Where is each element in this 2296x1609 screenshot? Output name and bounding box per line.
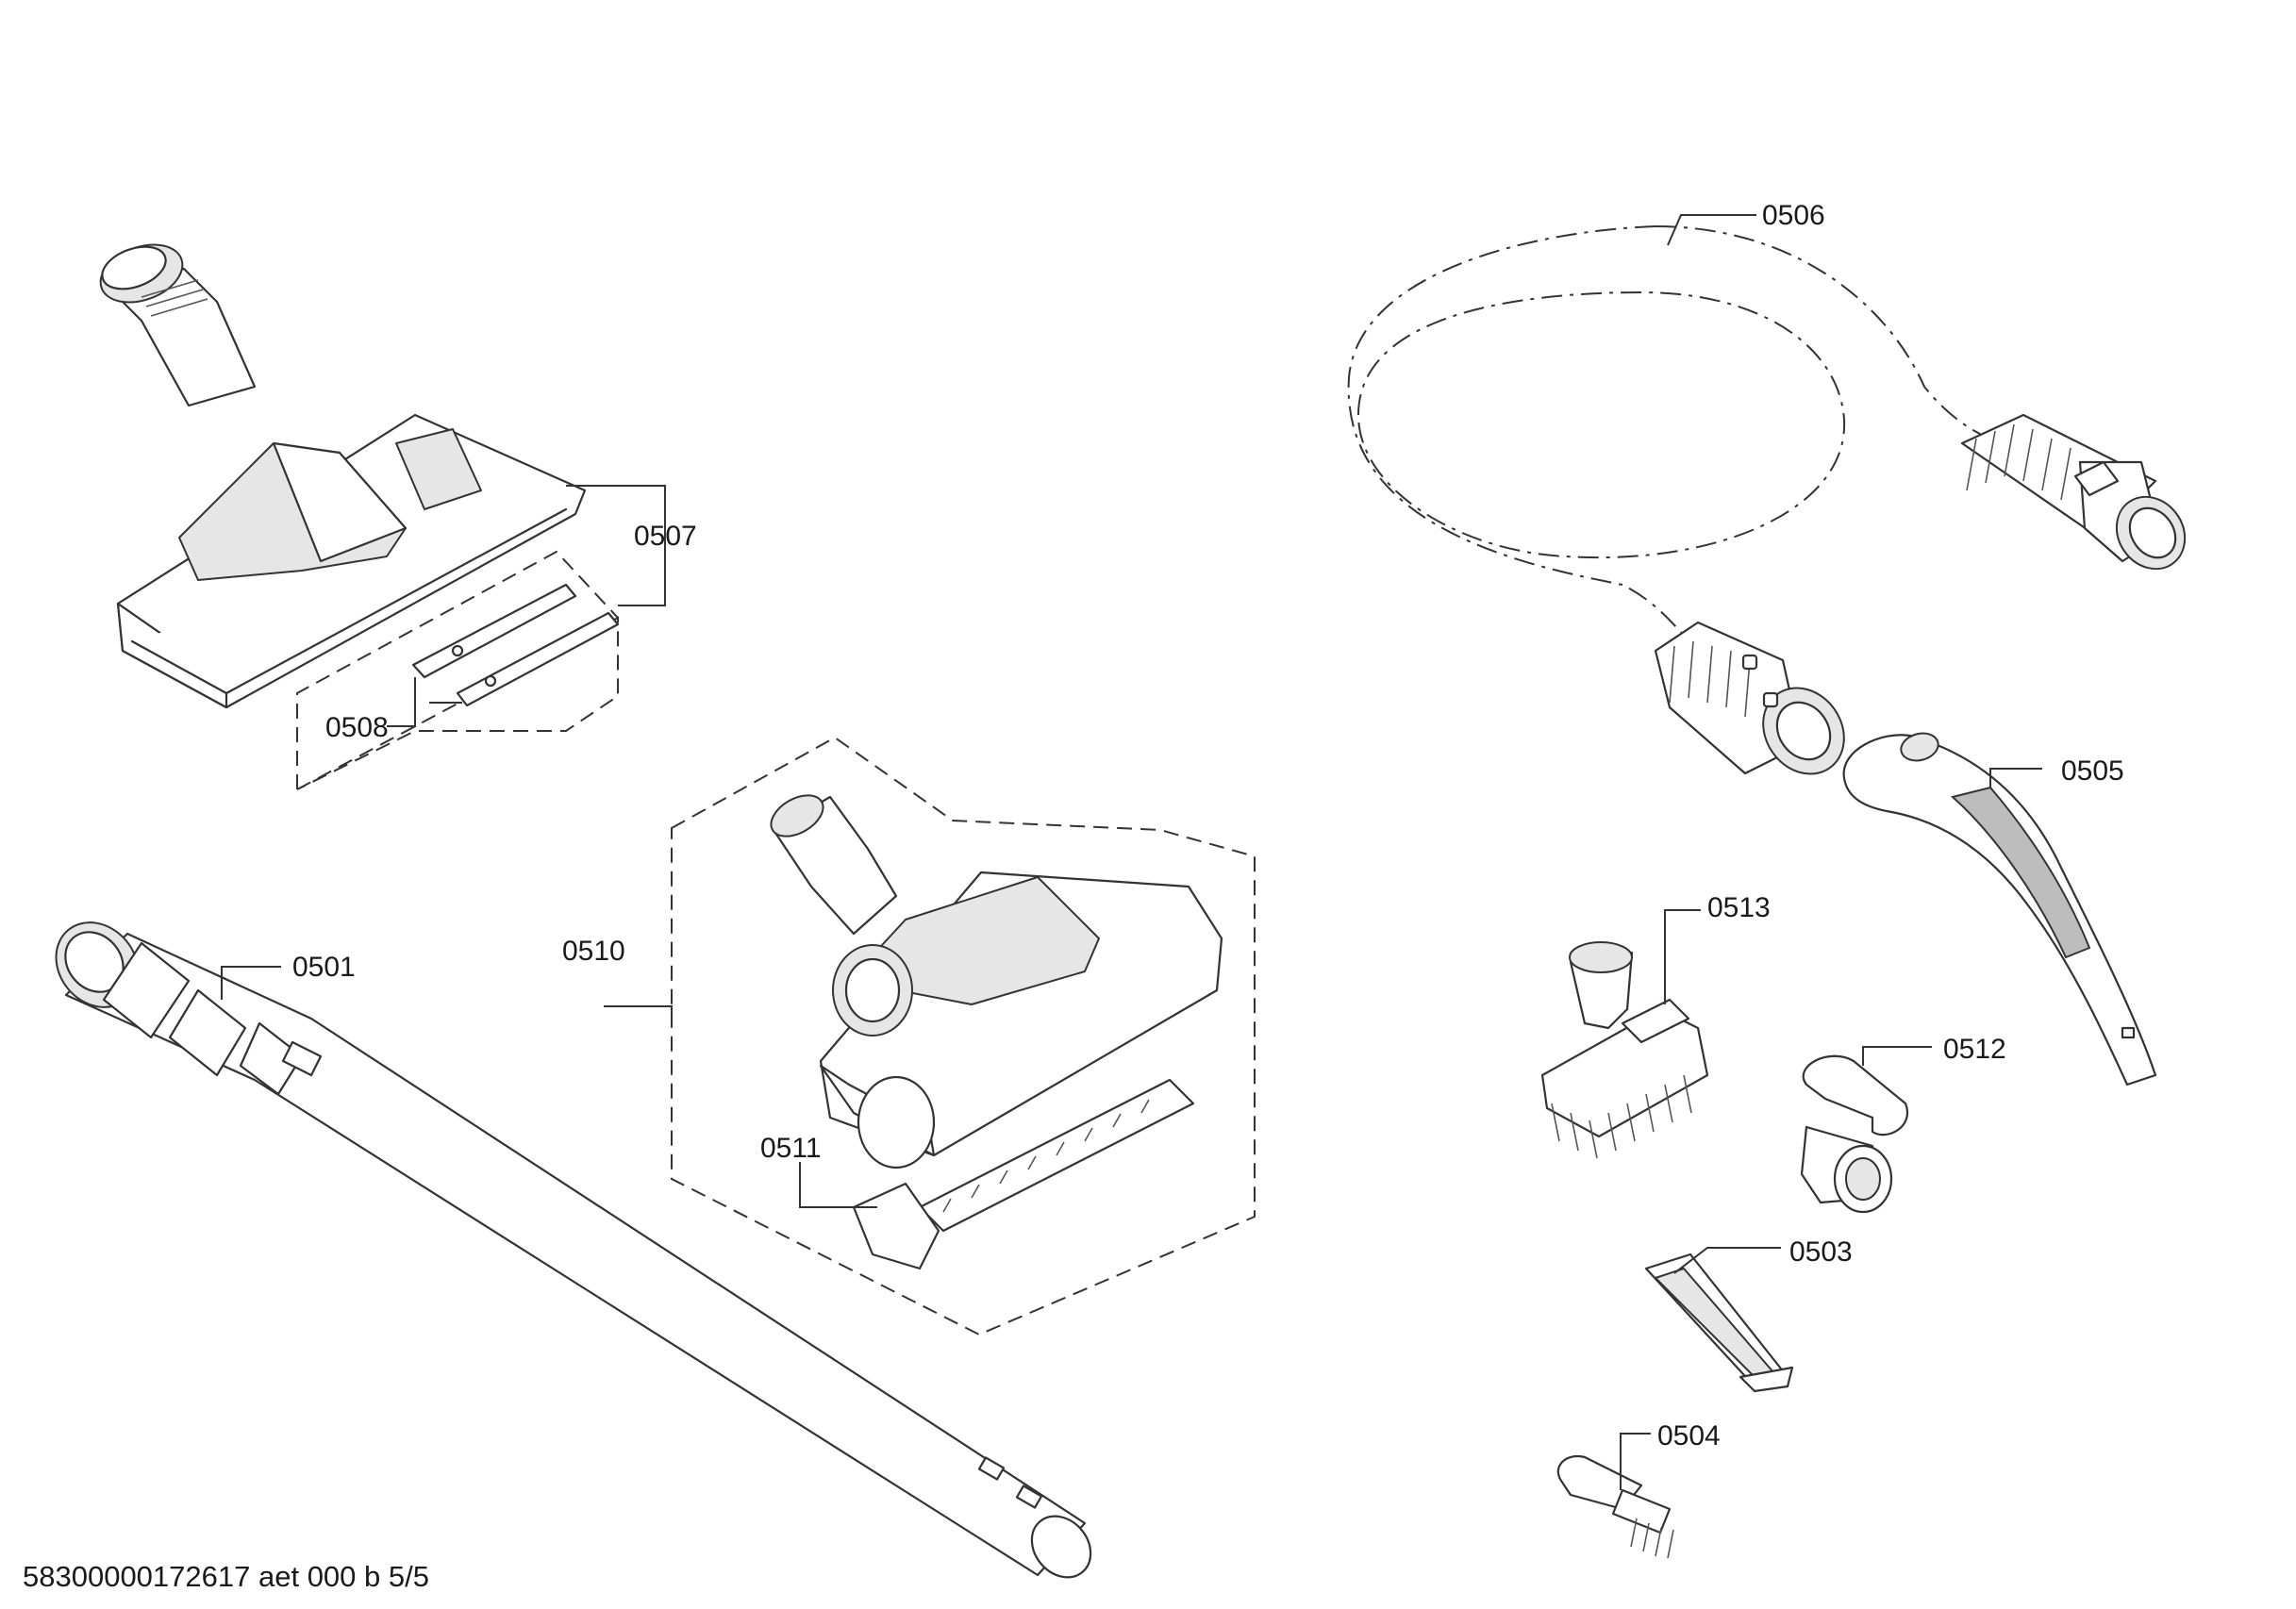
leader-0511 xyxy=(799,1162,877,1208)
upholstery-brush-drawing xyxy=(1540,941,1709,1159)
leader-0503 xyxy=(1673,1247,1781,1274)
document-code: 58300000172617 aet 000 b 5/5 xyxy=(23,1560,429,1593)
leader-0512 xyxy=(1862,1046,1932,1066)
small-brush-drawing xyxy=(1556,1454,1674,1559)
part-label-0507: 0507 xyxy=(634,521,697,552)
part-label-0511: 0511 xyxy=(760,1133,822,1164)
part-label-0513: 0513 xyxy=(1707,892,1771,923)
handle-drawing xyxy=(1842,732,2157,1086)
leader-0505 xyxy=(1989,768,2042,788)
part-label-0510: 0510 xyxy=(562,936,625,967)
part-label-0504: 0504 xyxy=(1657,1420,1721,1451)
brush-roller-drawing xyxy=(852,1078,1195,1270)
leader-0506 xyxy=(1667,214,1756,246)
leader-0510 xyxy=(604,1005,673,1014)
part-label-0503: 0503 xyxy=(1789,1236,1853,1268)
floor-nozzle-drawing xyxy=(99,243,587,709)
part-label-0505: 0505 xyxy=(2061,755,2124,787)
turbo-brush-drawing xyxy=(770,794,1223,1169)
part-label-0501: 0501 xyxy=(292,952,356,983)
nozzle-strips-drawing xyxy=(296,550,620,790)
part-label-0512: 0512 xyxy=(1943,1034,2006,1065)
part-label-0508: 0508 xyxy=(325,712,389,743)
telescopic-tube-drawing xyxy=(55,921,1092,1579)
crevice-tool-drawing xyxy=(1644,1252,1794,1393)
leader-0504 xyxy=(1620,1433,1651,1490)
leader-0501 xyxy=(221,966,281,1000)
leader-0513 xyxy=(1664,909,1701,1004)
leader-0507 xyxy=(566,485,666,606)
hose-clip-drawing xyxy=(1800,1054,1909,1214)
part-label-0506: 0506 xyxy=(1762,200,1825,231)
hose-drawing xyxy=(1347,225,2187,775)
leader-0508 xyxy=(387,677,416,727)
